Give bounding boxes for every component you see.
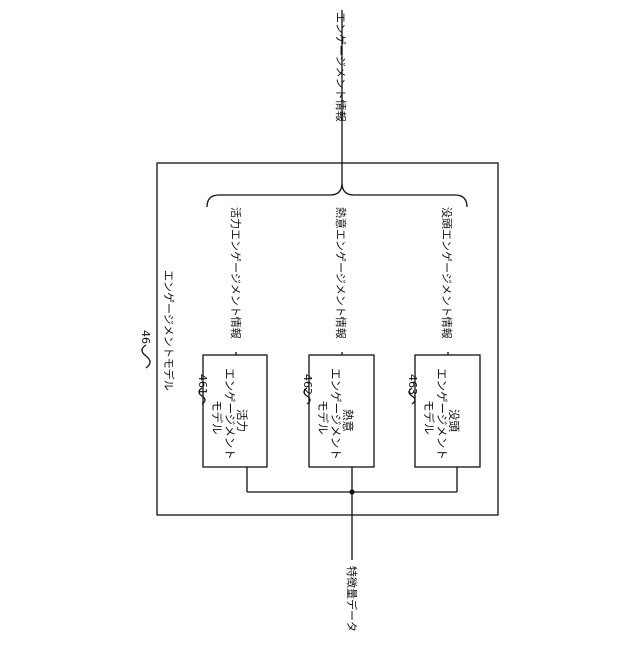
submodel-463-line2: エンゲージメント <box>435 368 449 460</box>
output-brace <box>207 183 467 207</box>
submodel-463-line3: モデル <box>422 400 436 435</box>
ref-46: 46 <box>139 330 152 344</box>
junction-dot <box>349 489 354 494</box>
submodel-461-line2: エンゲージメント <box>223 368 237 460</box>
submodel-462-line2: エンゲージメント <box>329 368 343 460</box>
submodel-461-output-label: 活力エンゲージメント情報 <box>229 207 242 339</box>
main-input-label: 特徴量データ <box>345 566 359 632</box>
ref-462: 462 <box>301 374 314 395</box>
ref-463: 463 <box>406 374 419 395</box>
main-output-label: エンゲージメント情報 <box>334 12 347 122</box>
submodel-463-output-label: 没頭エンゲージメント情報 <box>440 207 453 339</box>
submodel-461-line3: モデル <box>210 400 224 435</box>
ref-46-leader <box>142 345 150 368</box>
submodel-462-output-label: 熱意エンゲージメント情報 <box>334 207 348 339</box>
ref-461: 461 <box>196 374 209 395</box>
engagement-model-label: エンゲージメントモデル <box>162 270 176 391</box>
submodel-462-line3: モデル <box>316 400 330 435</box>
